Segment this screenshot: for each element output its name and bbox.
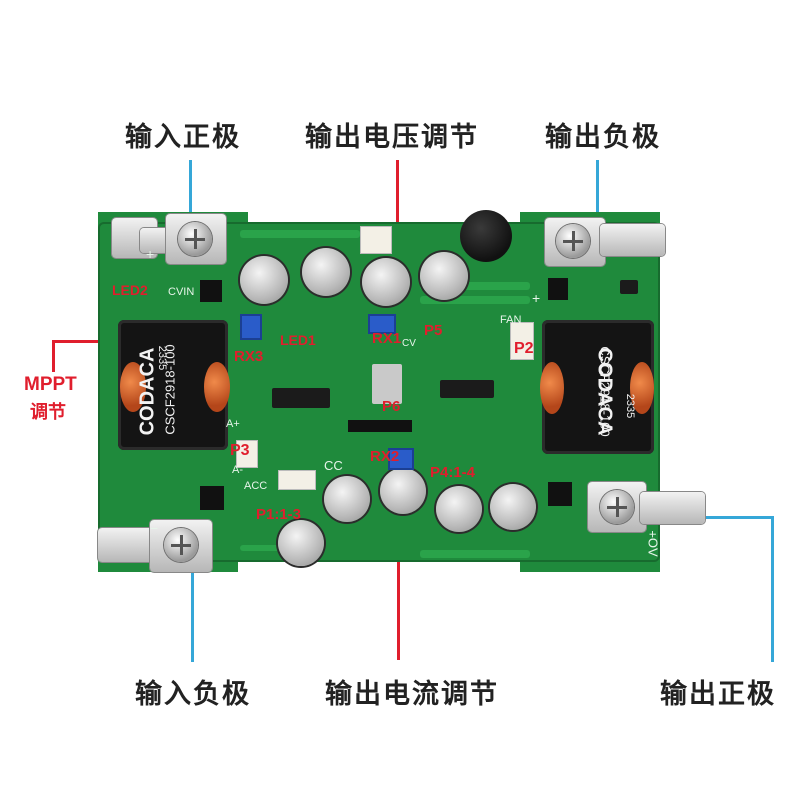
terminal-input-negative-clamp xyxy=(98,528,158,562)
silk-ov-plus: +OV xyxy=(645,530,661,557)
pcb-trace xyxy=(420,282,530,290)
pcb-trace xyxy=(240,545,310,551)
leader-output-positive-v xyxy=(771,516,774,662)
label-output-negative: 输出负极 xyxy=(545,122,661,153)
silk-a-minus: A- xyxy=(232,464,243,476)
tag-p3: P3 xyxy=(230,442,250,459)
tag-p4: P4:1-4 xyxy=(430,464,476,481)
pin-header xyxy=(348,420,412,432)
ic-chip xyxy=(620,280,638,294)
silk-fan: FAN xyxy=(500,314,522,326)
capacitor xyxy=(436,486,482,532)
silk-cc: CC xyxy=(324,458,343,473)
label-output-current-adjust: 输出电流调节 xyxy=(325,679,499,710)
capacitor xyxy=(420,252,468,300)
inductor-coil xyxy=(204,362,230,412)
potentiometer-rx3 xyxy=(240,314,262,340)
leader-output-current xyxy=(397,470,400,660)
label-output-positive: 输出正极 xyxy=(660,679,776,710)
tag-rx3: RX3 xyxy=(234,348,264,365)
inductor-coil xyxy=(120,362,146,412)
capacitor xyxy=(460,210,512,262)
silk-a-plus: A+ xyxy=(226,418,240,430)
pcb-trace xyxy=(240,230,360,238)
silk-plus: + xyxy=(532,290,541,306)
terminal-output-positive-clamp xyxy=(640,492,705,524)
capacitor xyxy=(324,476,370,522)
tag-p1: P1:1-3 xyxy=(256,506,302,523)
tag-p6: P6 xyxy=(382,398,401,415)
inductor-coil xyxy=(630,362,654,414)
capacitor xyxy=(380,468,426,514)
silk-minus: − xyxy=(150,520,159,536)
shunt-resistor xyxy=(372,364,402,404)
pin-header xyxy=(548,278,568,300)
leader-output-negative xyxy=(596,160,599,220)
screw-icon xyxy=(178,222,212,256)
label-input-positive: 输入正极 xyxy=(125,122,241,153)
label-mppt: MPPT xyxy=(24,374,77,395)
connector-p1 xyxy=(278,470,316,490)
silk-plus: + xyxy=(146,246,155,262)
capacitor xyxy=(278,520,324,566)
tag-led2: LED2 xyxy=(112,282,148,298)
capacitor xyxy=(490,484,536,530)
capacitor xyxy=(362,258,410,306)
potentiometer-rx1 xyxy=(368,314,396,334)
screw-icon xyxy=(164,528,198,562)
pcb-trace xyxy=(420,550,530,558)
tag-p2: P2 xyxy=(514,340,534,357)
pcb-trace xyxy=(420,296,530,304)
tag-rx1: RX1 xyxy=(372,330,402,347)
terminal-output-negative-clamp xyxy=(600,224,665,256)
inductor-right-part: CSCF2918-100 xyxy=(597,346,613,437)
screw-icon xyxy=(600,490,634,524)
label-mppt-adjust: 调节 xyxy=(30,402,66,422)
leader-input-negative xyxy=(191,570,194,662)
connector-p2 xyxy=(510,322,534,360)
pin-header xyxy=(548,482,572,506)
tag-rx2: RX2 xyxy=(370,448,400,465)
ic-chip xyxy=(272,388,330,408)
potentiometer-rx2 xyxy=(388,448,414,470)
label-input-negative: 输入负极 xyxy=(135,679,251,710)
screw-icon xyxy=(556,224,590,258)
leader-output-positive-h xyxy=(700,516,774,519)
leader-input-positive xyxy=(189,160,192,220)
tag-led1: LED1 xyxy=(280,332,316,348)
inductor-right-code: 2335 xyxy=(624,393,637,419)
label-output-voltage-adjust: 输出电压调节 xyxy=(305,122,479,153)
inductor-coil xyxy=(540,362,564,414)
pin-header xyxy=(200,280,222,302)
silk-acc: ACC xyxy=(244,480,268,492)
capacitor xyxy=(302,248,350,296)
silk-cv: CV xyxy=(402,338,416,349)
leader-mppt-v xyxy=(52,342,55,372)
ic-chip xyxy=(440,380,494,398)
silk-cvin: CVIN xyxy=(168,286,195,298)
pin-header xyxy=(200,486,224,510)
inductor-left-code: 2335 xyxy=(156,345,169,371)
connector xyxy=(360,226,392,254)
capacitor xyxy=(240,256,288,304)
connector-p3 xyxy=(236,440,258,468)
tag-p5: P5 xyxy=(424,322,443,339)
